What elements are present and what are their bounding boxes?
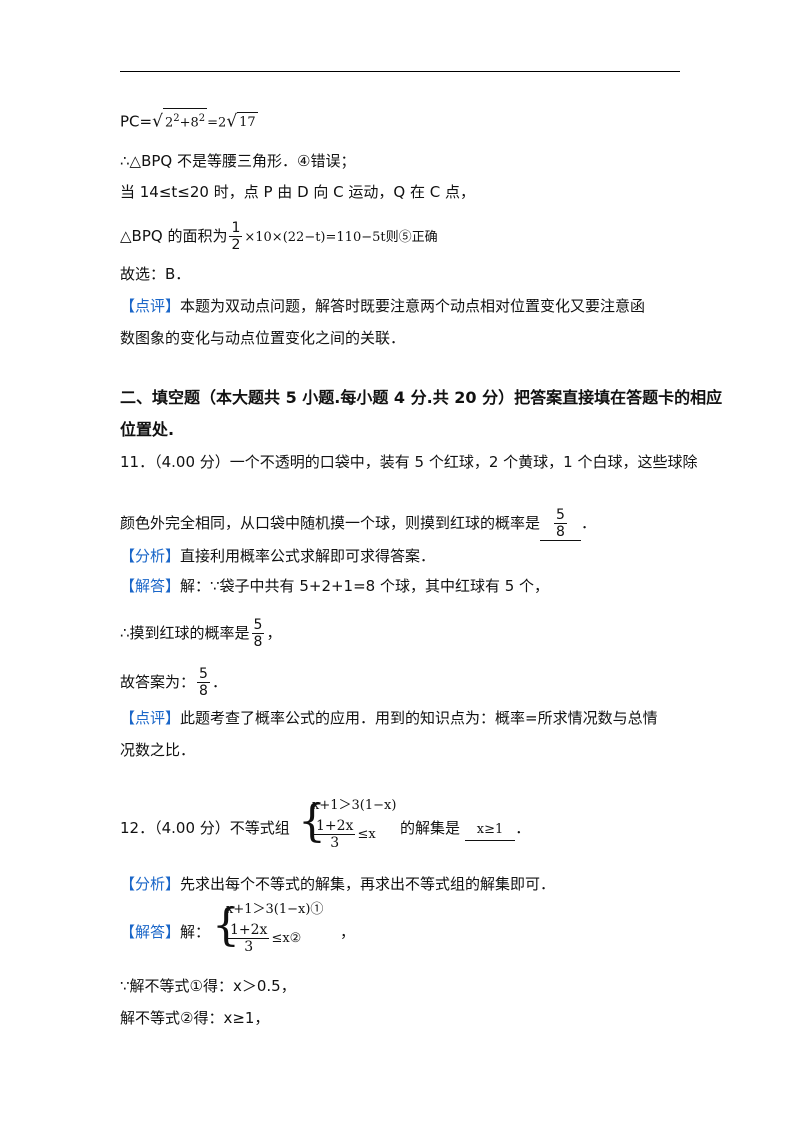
q12-solution: 【解答】解：	[120, 923, 211, 941]
pc-equation: PC=√22+82=2√17	[120, 108, 258, 133]
analysis-tag: 【分析】	[120, 875, 181, 893]
section-heading: 二、填空题（本大题共 5 小题.每小题 4 分.共 20 分）把答案直接填在答题…	[120, 388, 723, 407]
text-line: 当 14≤t≤20 时，点 P 由 D 向 C 运动，Q 在 C 点，	[120, 183, 475, 201]
q11-stem: 11．（4.00 分）一个不透明的口袋中，装有 5 个红球，2 个黄球，1 个白…	[120, 453, 698, 471]
text-line: 况数之比．	[120, 741, 196, 759]
step-line: ∵解不等式①得：x＞0.5，	[120, 977, 296, 995]
header-rule	[120, 71, 680, 72]
comment-tag: 【点评】	[120, 297, 181, 315]
text-line: ∴△BPQ 不是等腰三角形．④错误；	[120, 152, 356, 170]
solution-tag: 【解答】	[120, 577, 181, 595]
solution-comma: ，	[340, 923, 356, 941]
solution-tag: 【解答】	[120, 923, 181, 941]
solution-line: 【解答】解：∵袋子中共有 5+2+1=8 个球，其中红球有 5 个，	[120, 577, 550, 595]
comment-line: 【点评】此题考查了概率公式的应用．用到的知识点为：概率=所求情况数与总情	[120, 709, 658, 727]
q12-tail: 的解集是 x≥1．	[400, 818, 530, 841]
answer-blank: x≥1	[464, 820, 516, 841]
comment-tag: 【点评】	[120, 709, 181, 727]
comment-line: 【点评】本题为双动点问题，解答时既要注意两个动点相对位置变化又要注意函	[120, 297, 646, 315]
radical-sign: √	[226, 111, 238, 132]
q12-pre: 12．（4.00 分）不等式组	[120, 819, 290, 837]
left-brace: {	[298, 796, 326, 847]
text-line: 故选：B．	[120, 265, 191, 283]
text-line: 数图象的变化与动点位置变化之间的关联．	[120, 329, 406, 347]
left-brace: {	[212, 900, 240, 951]
radical-sign: √	[152, 111, 163, 132]
radicand-1: 22+82	[162, 108, 208, 133]
step-line: 解不等式②得：x≥1，	[120, 1009, 270, 1027]
radicand-2: 17	[237, 112, 258, 133]
analysis-line: 【分析】先求出每个不等式的解集，再求出不等式组的解集即可．	[120, 875, 556, 893]
section-heading-cont: 位置处.	[120, 420, 175, 439]
analysis-tag: 【分析】	[120, 547, 181, 565]
analysis-line: 【分析】直接利用概率公式求解即可求得答案．	[120, 547, 436, 565]
